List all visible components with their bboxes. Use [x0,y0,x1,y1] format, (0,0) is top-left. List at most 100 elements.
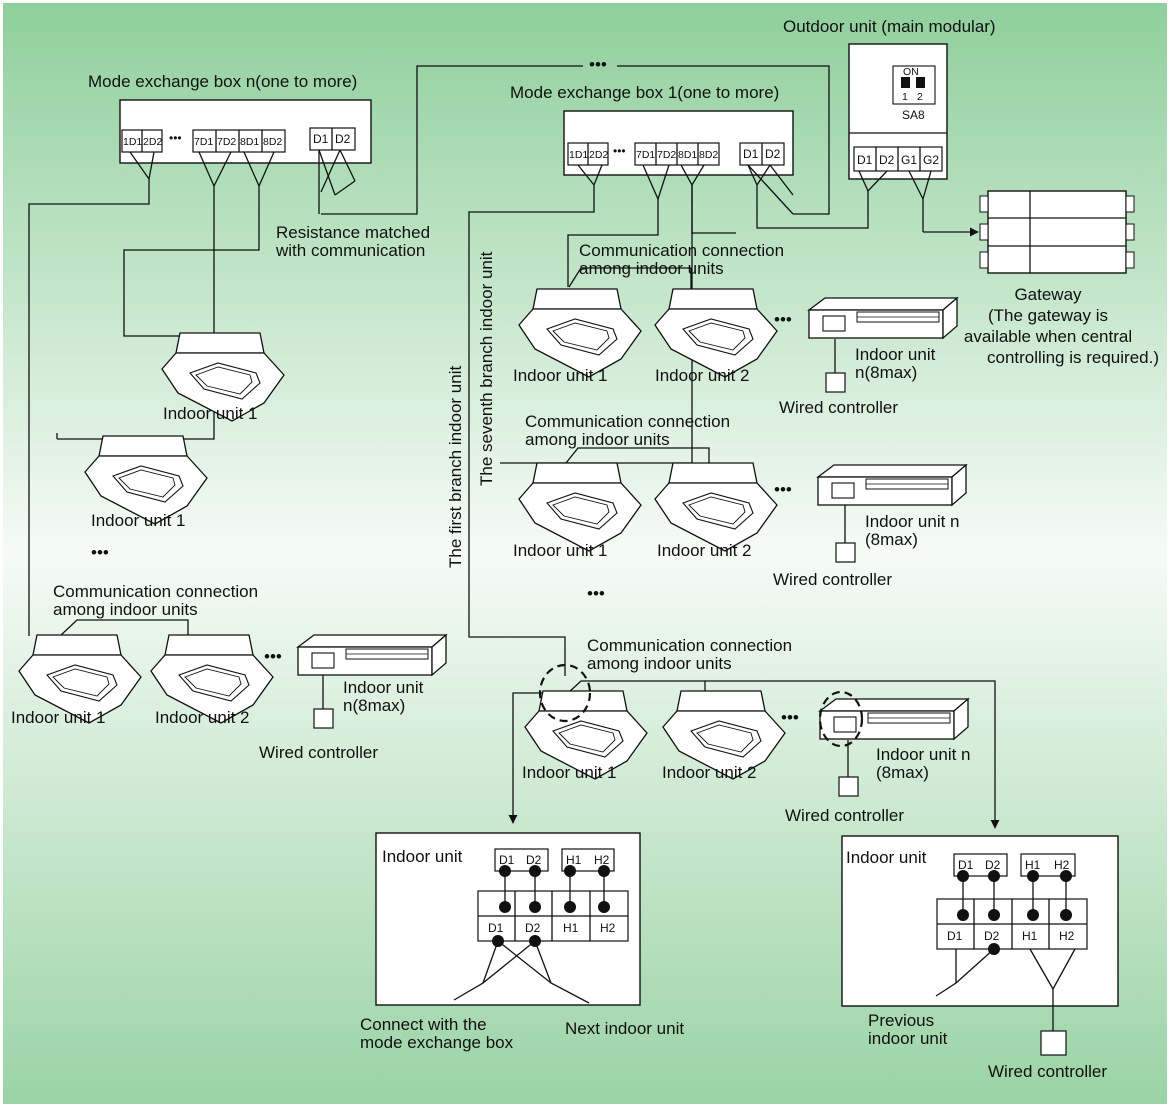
units-ellipsis: ••• [264,647,282,666]
wired-controller-box [313,708,334,729]
first-branch-label: The first branch indoor unit [446,366,465,568]
mode-box-n-terminal-8d1: 8D1 [240,136,259,148]
indoor-unit-1-label: Indoor unit 1 [91,511,186,530]
comm-label-1: Communication connection [579,241,784,260]
detail-terminal-d2: D2 [525,921,541,935]
wired-controller-box [838,776,859,797]
detail-terminal-d2: D2 [526,853,542,867]
comm-label-1: Communication connection [53,582,258,601]
terminal-dots [492,865,610,947]
ellipsis-vertical: ••• [587,584,605,603]
indoor-unit-n-label: Indoor unit n [876,745,971,764]
top-ellipsis: ••• [589,55,607,74]
indoor-unit-duct [819,698,969,740]
mode-box-n-comm-d1: D1 [313,132,329,146]
units-ellipsis: ••• [774,480,792,499]
indoor-unit-n-max: (8max) [865,530,918,549]
highlight-circle [818,690,864,748]
comm-label-2: among indoor units [587,654,732,673]
previous-indoor-label-2: indoor unit [868,1029,948,1048]
outdoor-unit: ON 1 2 SA8 D1 D2 G1 G2 [848,43,948,180]
mode-box-1-label: Mode exchange box 1(one to more) [510,83,779,102]
detail-terminal-d1: D1 [958,858,974,872]
mode-box-n-label: Mode exchange box n(one to more) [88,72,357,91]
indoor-unit-1-label: Indoor unit 1 [513,541,608,560]
mode-exchange-box-n: 1D1 2D2 ••• 7D1 7D2 8D1 8D2 D1 D2 [119,99,372,164]
highlight-circle [538,663,592,723]
mode-box-1-terminal-7d2: 7D2 [657,149,676,161]
detail-terminal-h1: H1 [566,853,582,867]
mode-box-n-terminal-7d1: 7D1 [194,136,213,148]
gateway-note-line-2: available when central [964,327,1132,346]
comm-label-1: Communication connection [587,636,792,655]
gateway-device [979,190,1135,274]
indoor-unit-2-label: Indoor unit 2 [655,366,750,385]
indoor-unit-1-label: Indoor unit 1 [163,404,258,423]
detail-terminal-h1: H1 [1022,929,1038,943]
indoor-unit-n-max: n(8max) [343,696,405,715]
detail-terminal-d1: D1 [488,921,504,935]
mode-exchange-box-1: 1D1 2D2 ••• 7D1 7D2 8D1 8D2 D1 D2 [563,110,794,176]
outdoor-terminal-d2: D2 [879,153,895,167]
wired-controller-label: Wired controller [785,806,904,825]
mode-box-1-comm-d2: D2 [765,147,781,161]
comm-label-2: among indoor units [53,600,198,619]
ellipsis-vertical: ••• [91,543,109,562]
mode-box-1-terminal-8d2: 8D2 [699,149,718,161]
diagram-frame: Outdoor unit (main modular) ON 1 2 SA8 D… [3,3,1167,1104]
detail-terminal-h1: H1 [563,921,579,935]
gateway-note-line-3: controlling is required.) [987,348,1159,367]
resistance-label-2: with communication [275,241,425,260]
indoor-unit-2-label: Indoor unit 2 [662,763,757,782]
switch-sa8-label: SA8 [902,108,925,122]
detail-terminal-h2: H2 [1059,929,1075,943]
indoor-unit-1-label: Indoor unit 1 [513,366,608,385]
indoor-unit-1-label: Indoor unit 1 [11,708,106,727]
switch-on-label: ON [903,66,919,78]
detail-terminal-d2: D2 [985,858,1001,872]
indoor-unit-2-label: Indoor unit 2 [155,708,250,727]
previous-indoor-label-1: Previous [868,1011,934,1030]
wiring-diagram: Outdoor unit (main modular) ON 1 2 SA8 D… [3,3,1167,1104]
outdoor-terminal-g2: G2 [923,153,939,167]
detail-terminal-h1: H1 [1025,858,1041,872]
mode-box-n-comm-d2: D2 [335,132,351,146]
mode-box-n-ellipsis: ••• [169,131,182,145]
detail-terminal-d2: D2 [984,929,1000,943]
wired-controller-label: Wired controller [988,1062,1107,1081]
mode-box-1-ellipsis: ••• [613,144,626,158]
detail-terminal-h2: H2 [600,921,616,935]
wired-controller-label: Wired controller [259,743,378,762]
mode-box-n-terminal-7d2: 7D2 [217,136,236,148]
detail-title: Indoor unit [382,847,463,866]
indoor-unit-duct [297,634,447,676]
indoor-unit-n-max: n(8max) [855,363,917,382]
indoor-unit-detail-right: Indoor unit D1 D2 H1 H2 D1 D2 H1 H2 [841,835,1119,1031]
mode-box-n-terminal-1d1: 1D1 [123,136,142,148]
outdoor-unit-label: Outdoor unit (main modular) [783,17,996,36]
indoor-unit-2-label: Indoor unit 2 [657,541,752,560]
indoor-unit-n-max: (8max) [876,763,929,782]
mode-box-1-terminal-7d1: 7D1 [636,149,655,161]
gateway-note-line-1: (The gateway is [988,306,1108,325]
comm-label-2: among indoor units [525,430,670,449]
detail-terminal-h2: H2 [594,853,610,867]
wired-controller-label: Wired controller [773,570,892,589]
indoor-unit-duct [817,464,967,506]
mode-box-1-comm-d1: D1 [743,147,759,161]
mode-box-1-terminal-2d2: 2D2 [589,149,608,161]
mode-box-n-terminal-2d2: 2D2 [143,136,162,148]
indoor-unit-n-label: Indoor unit [855,345,936,364]
mode-box-n-terminal-8d2: 8D2 [263,136,282,148]
wired-controller-box [1040,1030,1067,1056]
comm-label-1: Communication connection [525,412,730,431]
wired-controller-box [825,372,846,393]
outdoor-terminal-d1: D1 [857,153,873,167]
switch-2-label: 2 [917,91,923,103]
switch-1-label: 1 [902,91,908,103]
detail-terminal-d1: D1 [947,929,963,943]
connect-mode-label-2: mode exchange box [360,1033,514,1052]
gateway-title: Gateway [1014,285,1082,304]
resistance-label-1: Resistance matched [276,223,430,242]
indoor-unit-n-label: Indoor unit [343,678,424,697]
